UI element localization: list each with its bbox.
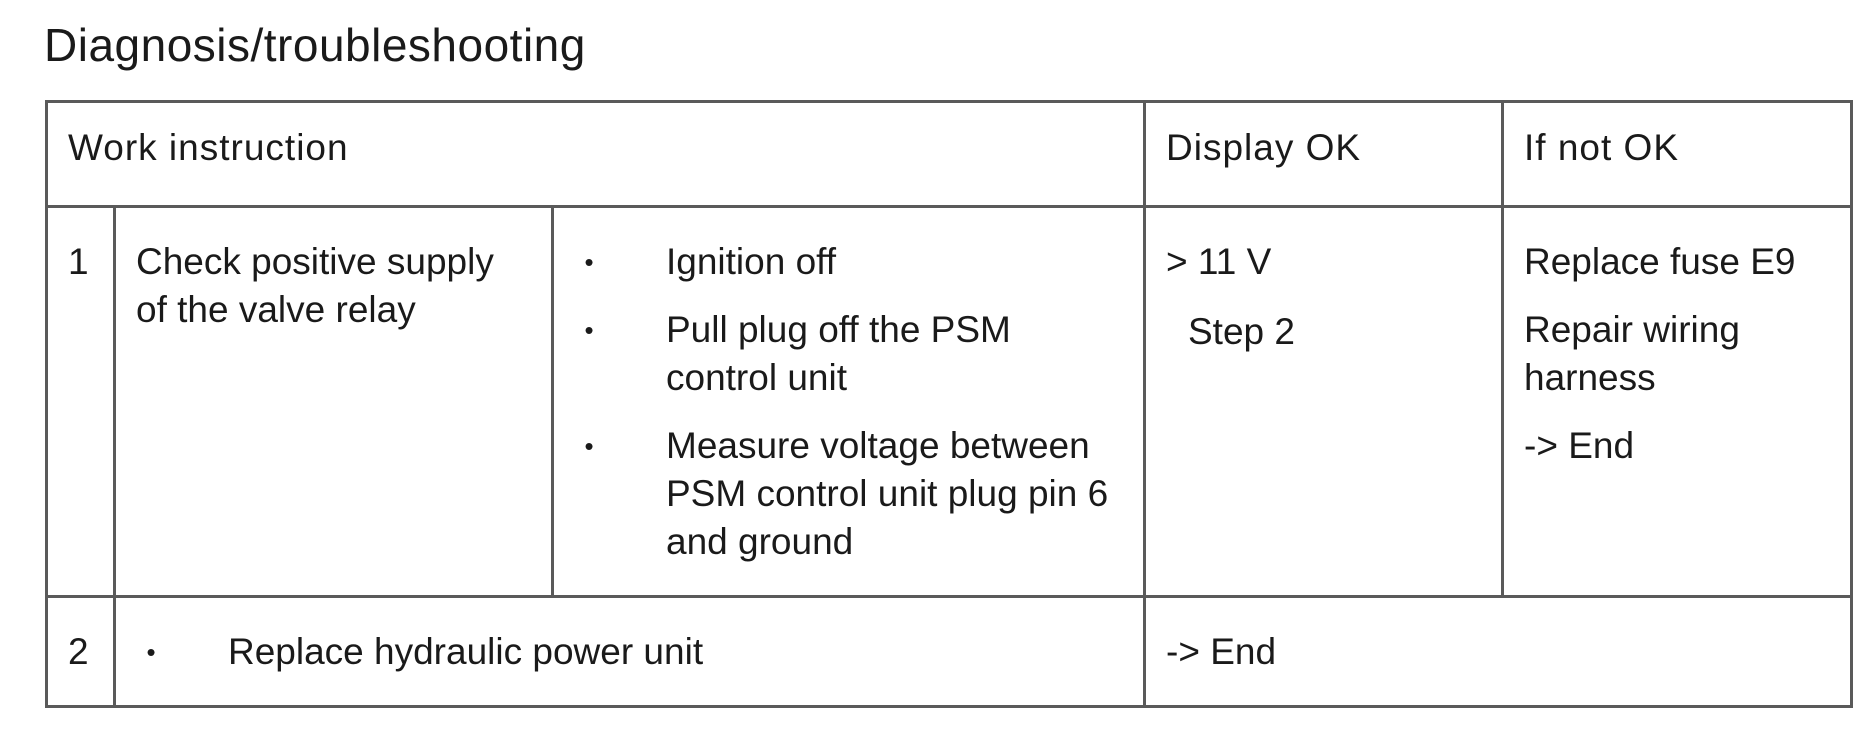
header-work-instruction: Work instruction [45,100,1146,208]
list-item: • Replace hydraulic power unit [136,628,1123,676]
step-number: 2 [45,595,116,708]
bullet-icon: • [584,247,594,277]
bullet-icon: • [584,315,594,345]
list-item: • Ignition off [574,238,1123,286]
display-ok-cell: -> End [1143,595,1853,708]
if-not-ok-action: Repair wiring harness [1524,309,1740,398]
display-ok-value: > 11 V [1166,241,1272,282]
diagnosis-table: Work instruction Display OK If not OK 1 … [45,100,1853,708]
step-instructions: • Ignition off • Pull plug off the PSM c… [551,205,1146,598]
table-row: 2 • Replace hydraulic power unit -> End [45,595,1853,708]
bullet-icon: • [584,431,594,461]
instruction-text: Ignition off [666,241,837,282]
bullet-icon: • [146,637,156,667]
instruction-text: Replace hydraulic power unit [228,631,704,672]
page-title: Diagnosis/troubleshooting [44,19,586,71]
list-item: • Pull plug off the PSM control unit [574,306,1123,402]
instruction-text: Measure voltage between PSM control unit… [666,425,1109,562]
if-not-ok-action: Replace fuse E9 [1524,241,1796,282]
display-ok-cell: > 11 V Step 2 [1143,205,1504,598]
step-number: 1 [45,205,116,598]
table-row: 1 Check positive supply of the valve rel… [45,205,1853,598]
instruction-list: • Ignition off • Pull plug off the PSM c… [574,238,1123,566]
if-not-ok-action: -> End [1524,425,1635,466]
instruction-text: Pull plug off the PSM control unit [666,309,1011,398]
header-if-not-ok: If not OK [1501,100,1853,208]
check-description: Check positive supply of the valve relay [113,205,554,598]
step-instructions: • Replace hydraulic power unit [113,595,1146,708]
table-header-row: Work instruction Display OK If not OK [45,100,1853,208]
header-display-ok: Display OK [1143,100,1504,208]
if-not-ok-cell: Replace fuse E9 Repair wiring harness ->… [1501,205,1853,598]
list-item: • Measure voltage between PSM control un… [574,422,1123,566]
display-ok-next-step: Step 2 [1188,311,1295,352]
